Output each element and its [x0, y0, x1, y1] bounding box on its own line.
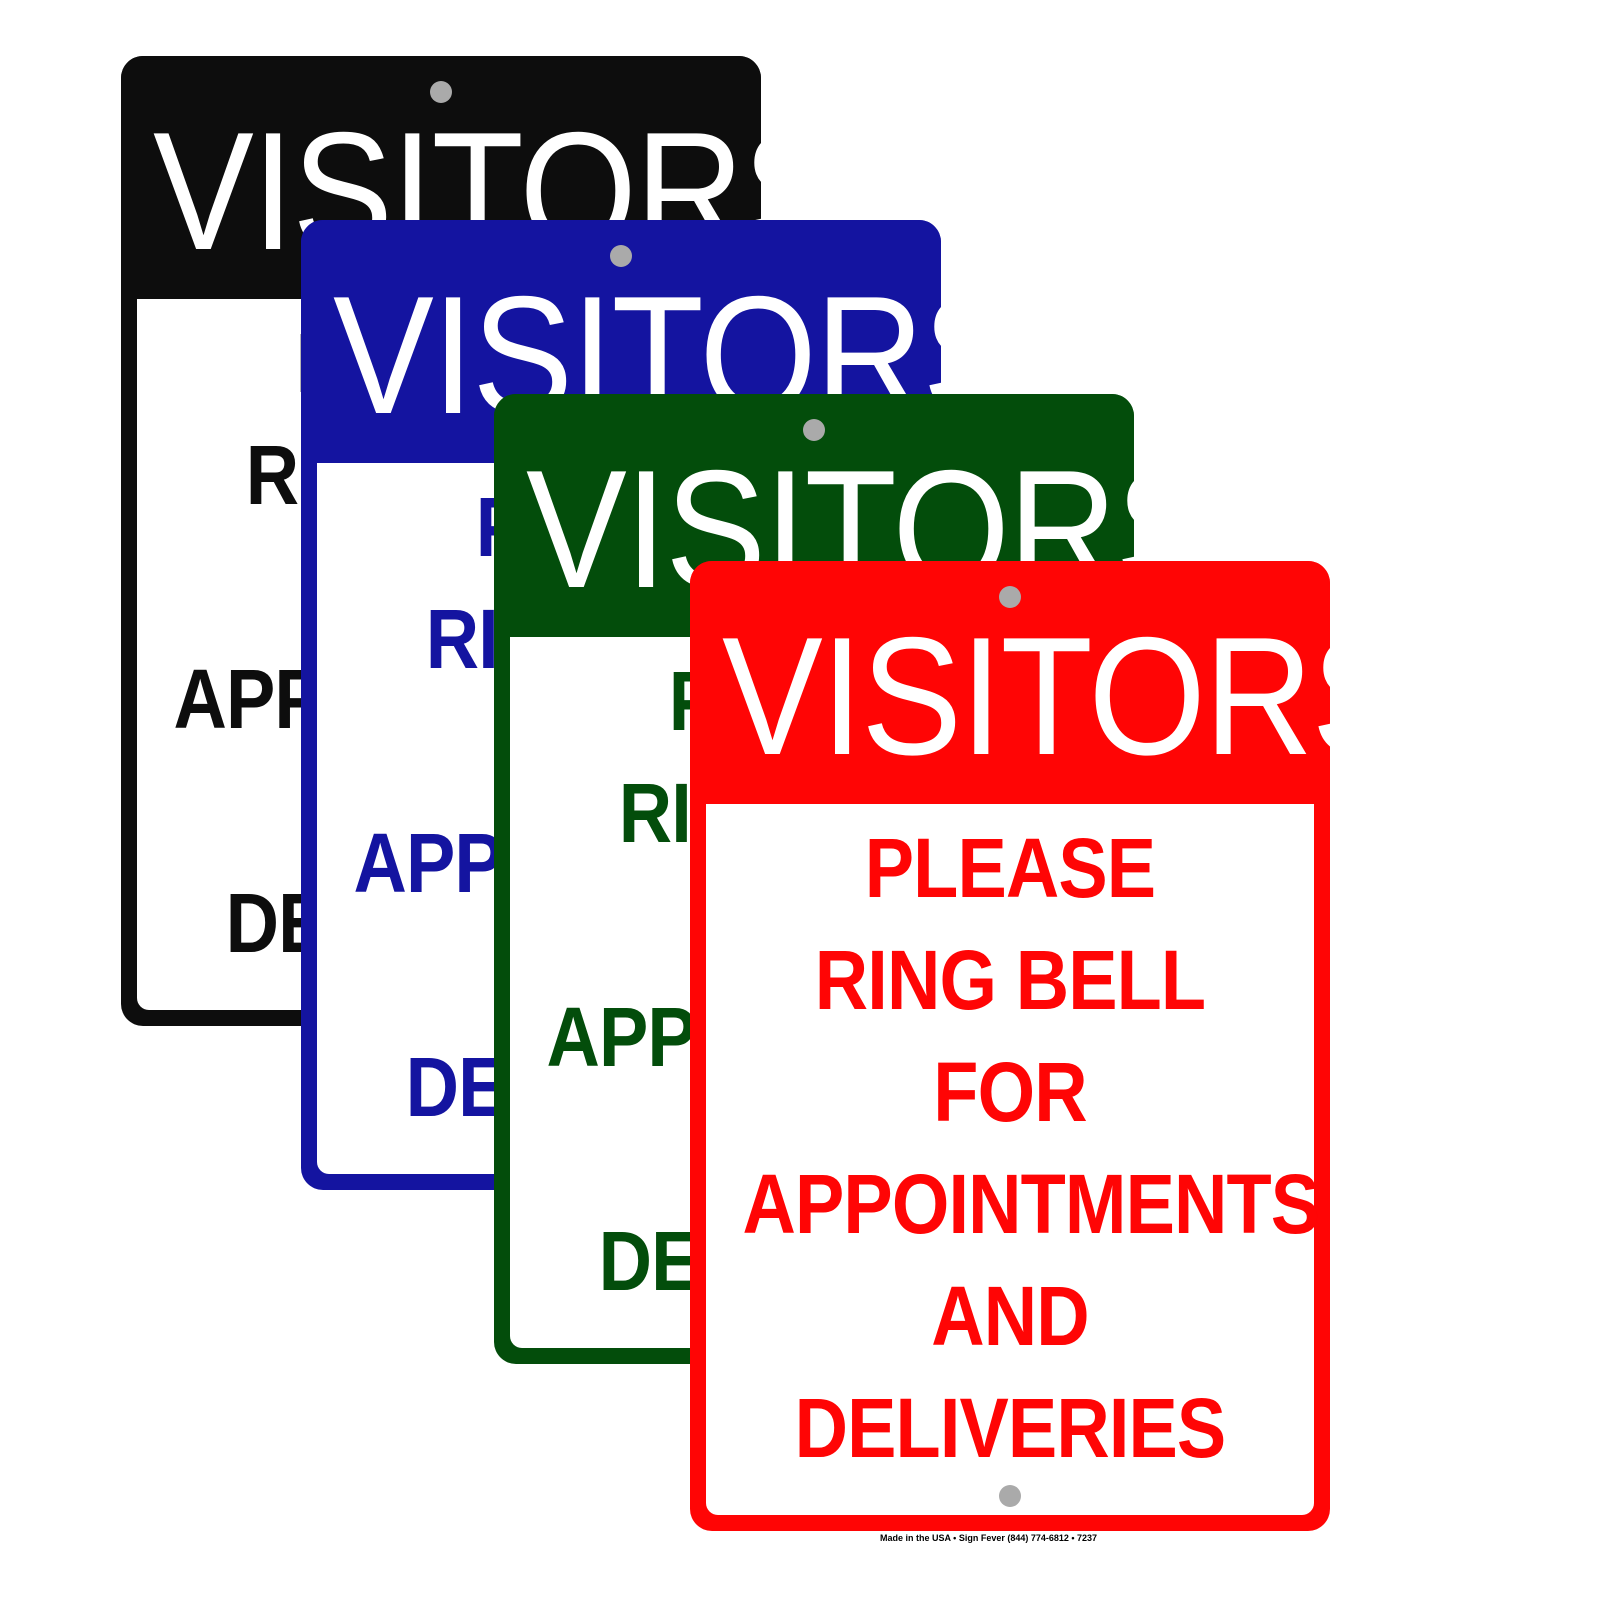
mounting-hole-icon	[430, 81, 452, 103]
mounting-hole-icon	[999, 586, 1021, 608]
message-line: AND	[931, 1269, 1089, 1363]
message-line: FOR	[933, 1045, 1087, 1139]
sign-body: PLEASE RING BELL FOR APPOINTMENTS AND DE…	[706, 804, 1320, 1515]
mounting-hole-icon	[999, 1485, 1021, 1507]
manufacturer-fineprint: Made in the USA • Sign Fever (844) 774-6…	[880, 1533, 1098, 1543]
mounting-hole-icon	[803, 419, 825, 441]
message-line: RING BELL	[814, 933, 1206, 1027]
message-line: PLEASE	[864, 821, 1156, 915]
sign-message: PLEASE RING BELL FOR APPOINTMENTS AND DE…	[742, 812, 1320, 1484]
sign-red: VISITORS PLEASE RING BELL FOR APPOINTMEN…	[690, 561, 1330, 1531]
message-line: DELIVERIES	[794, 1381, 1227, 1475]
mounting-hole-icon	[610, 245, 632, 267]
message-line: APPOINTMENTS	[742, 1157, 1320, 1251]
sign-title: VISITORS	[722, 602, 1330, 790]
